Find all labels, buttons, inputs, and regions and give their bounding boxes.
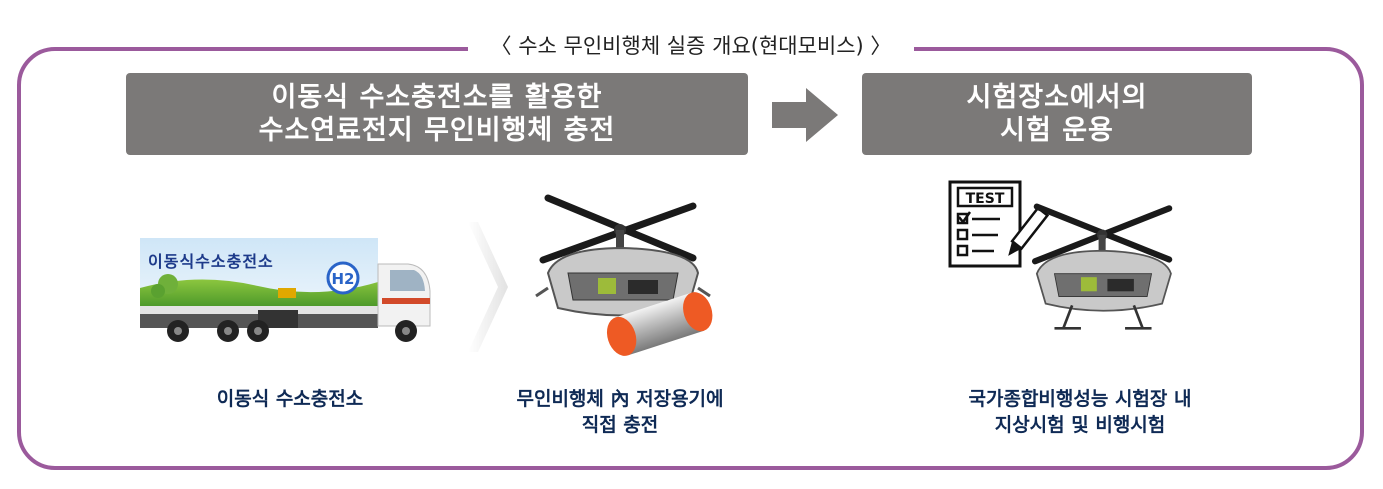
header-testing-line2: 시험 운용 <box>1000 115 1114 146</box>
test-drone-image <box>1031 203 1173 330</box>
caption-test-site-line2: 지상시험 및 비행시험 <box>994 414 1166 436</box>
arrow-right-icon <box>772 88 838 142</box>
header-charging: 이동식 수소충전소를 활용한 수소연료전지 무인비행체 충전 <box>126 73 748 155</box>
caption-direct-charging-line1: 무인비행체 內 저장용기에 <box>516 388 724 410</box>
caption-test-site: 국가종합비행성능 시험장 내 지상시험 및 비행시험 <box>900 386 1260 438</box>
caption-direct-charging-line2: 직접 충전 <box>581 414 659 436</box>
header-charging-line1: 이동식 수소충전소를 활용한 <box>271 82 603 113</box>
header-testing: 시험장소에서의 시험 운용 <box>862 73 1252 155</box>
hydrogen-tank-image <box>606 292 713 356</box>
header-charging-line2: 수소연료전지 무인비행체 충전 <box>258 115 616 146</box>
header-testing-line1: 시험장소에서의 <box>966 82 1148 113</box>
h2-badge: H2 <box>332 270 355 288</box>
caption-direct-charging: 무인비행체 內 저장용기에 직접 충전 <box>455 386 785 438</box>
chevron-right-icon <box>468 222 508 352</box>
test-label: TEST <box>966 191 1005 207</box>
test-checklist-icon: TEST <box>948 180 1022 268</box>
caption-mobile-station: 이동식 수소충전소 <box>216 388 364 410</box>
frame-title: 〈 수소 무인비행체 실증 개요(현대모비스) 〉 <box>468 26 914 66</box>
truck-image: H2 <box>140 238 431 342</box>
truck-side-text: 이동식수소충전소 <box>148 252 274 271</box>
caption-test-site-line1: 국가종합비행성능 시험장 내 <box>968 388 1192 410</box>
drone-image <box>535 194 711 317</box>
